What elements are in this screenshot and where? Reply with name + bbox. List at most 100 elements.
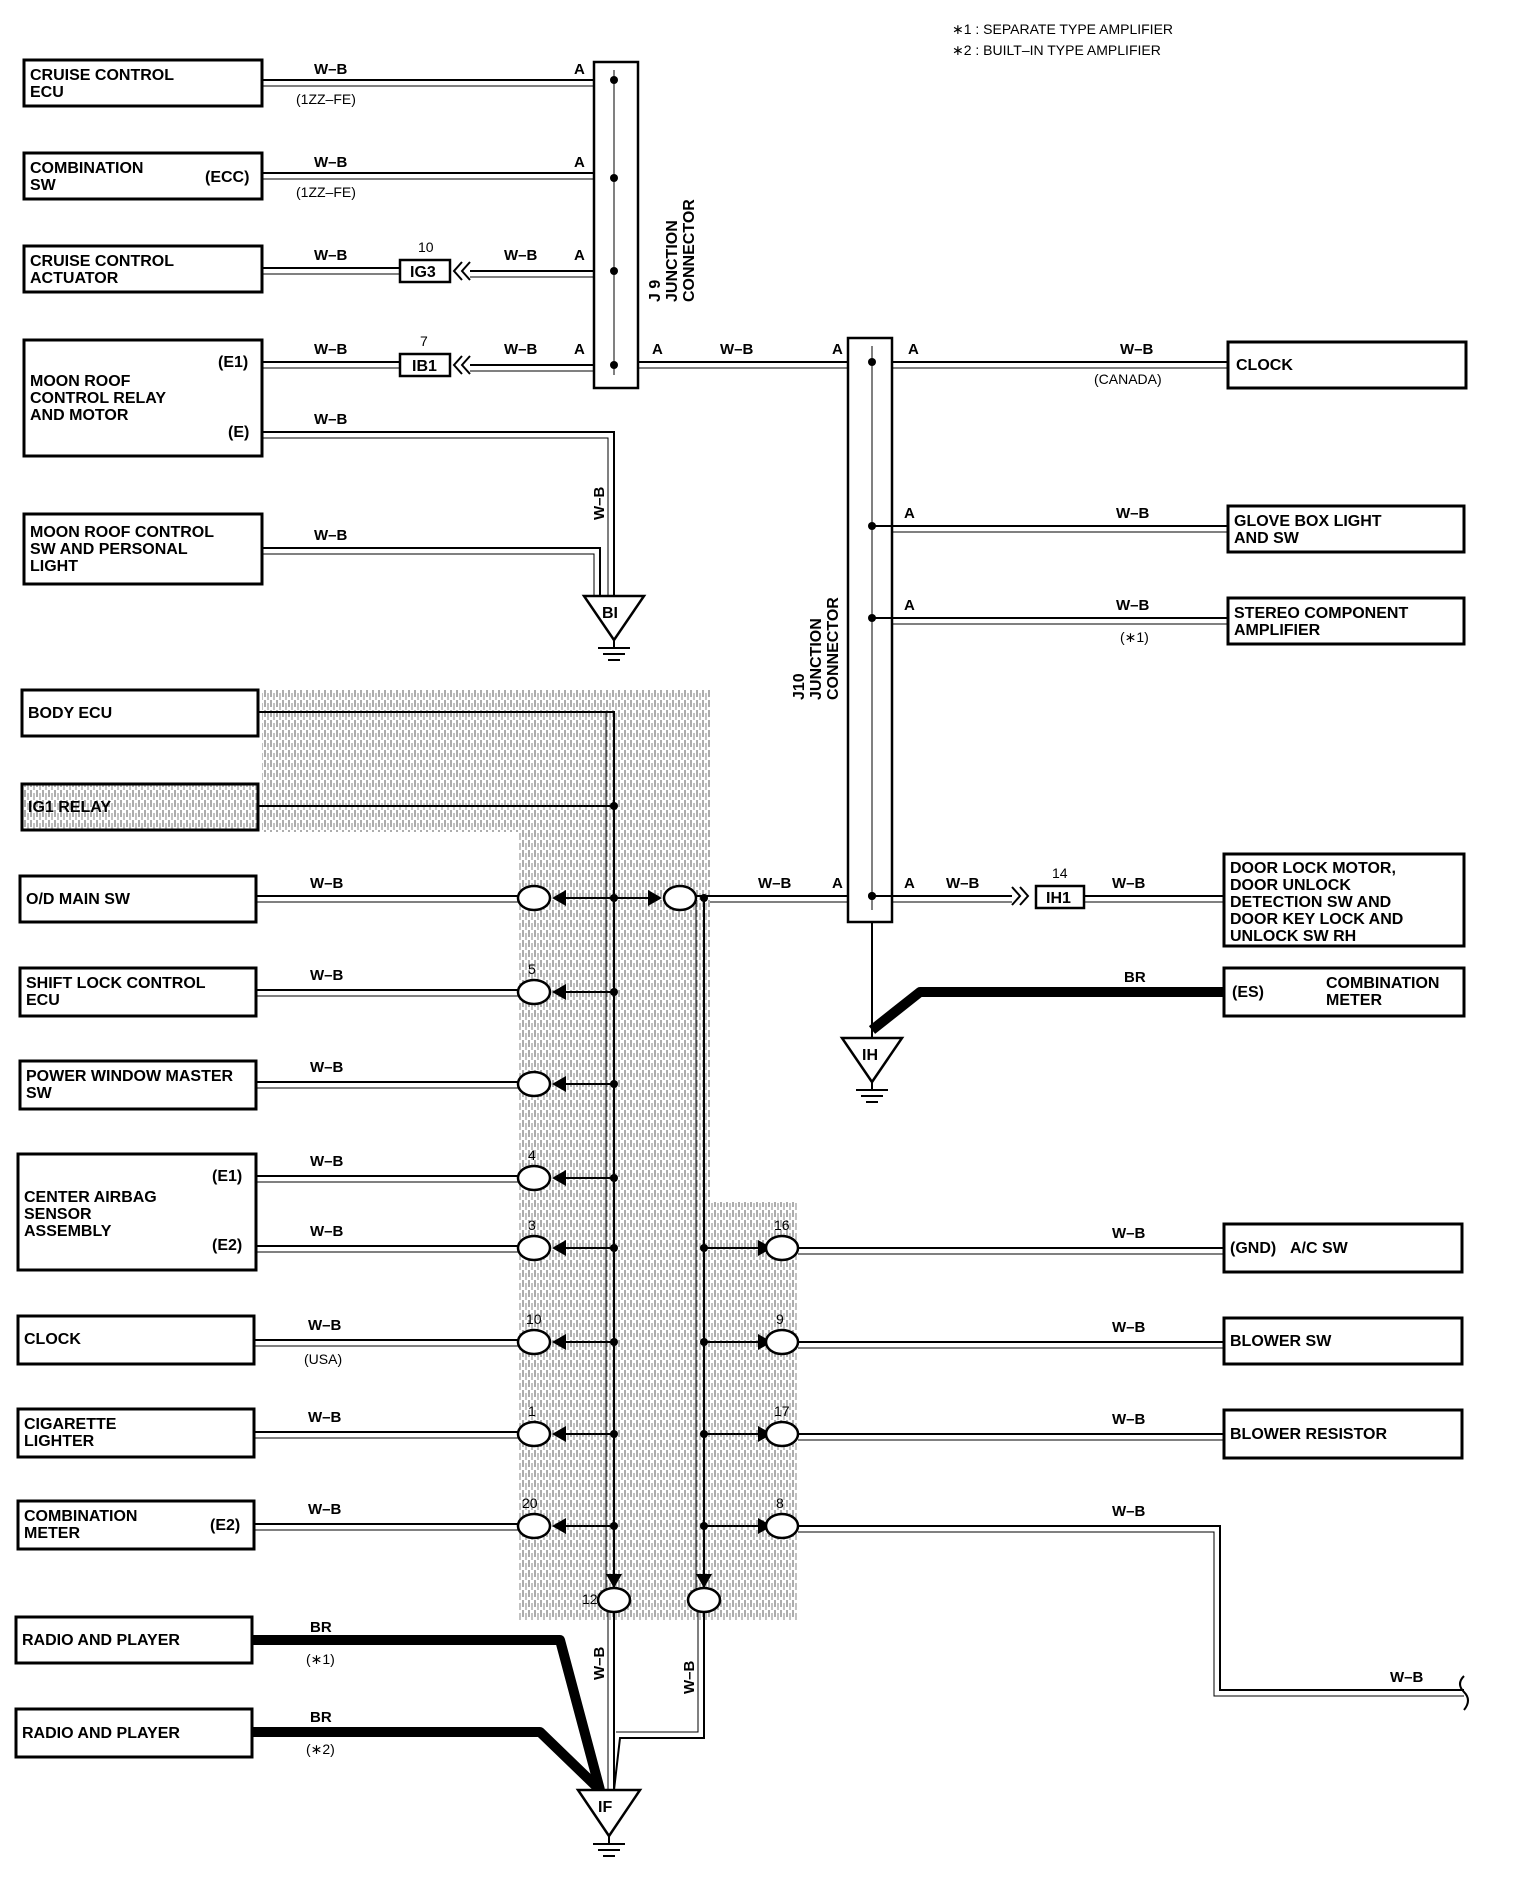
wire-clock-usa: W–B (USA) 10: [254, 1311, 618, 1367]
moon-roof-control-sw: MOON ROOF CONTROL SW AND PERSONAL LIGHT: [22, 512, 264, 586]
svg-text:A: A: [832, 875, 843, 892]
svg-text:20: 20: [522, 1495, 538, 1511]
svg-text:BR: BR: [310, 1709, 332, 1726]
blower-resistor: BLOWER RESISTOR: [1222, 1408, 1464, 1460]
svg-text:ECU: ECU: [30, 84, 64, 101]
cigarette-lighter: CIGARETTE LIGHTER: [16, 1407, 256, 1459]
wire-moon-relay-e1: W–B IB1 7 W–B A: [262, 333, 618, 378]
j9-junction-connector: J 9 JUNCTION CONNECTOR: [592, 60, 698, 390]
airbag-e1-pin: (E1): [212, 1168, 242, 1185]
svg-text:DOOR UNLOCK: DOOR UNLOCK: [1230, 877, 1351, 894]
svg-text:CONTROL RELAY: CONTROL RELAY: [30, 390, 166, 407]
bus-bottoms: 12 W–B W–B: [582, 1574, 722, 1791]
svg-text:A: A: [904, 505, 915, 522]
svg-text:(∗1): (∗1): [306, 1651, 335, 1667]
svg-text:COMBINATION: COMBINATION: [30, 160, 143, 177]
ground-bi: BI: [581, 594, 647, 661]
svg-text:(CANADA): (CANADA): [1094, 371, 1162, 387]
svg-text:MOON ROOF CONTROL: MOON ROOF CONTROL: [30, 524, 214, 541]
combination-meter-right: (ES) COMBINATION METER: [1222, 966, 1466, 1018]
svg-text:JUNCTION: JUNCTION: [664, 220, 681, 302]
svg-text:10: 10: [418, 239, 434, 255]
svg-text:W–B: W–B: [720, 341, 754, 358]
svg-text:W–B: W–B: [1116, 505, 1150, 522]
wire-stereo-amp: A W–B (∗1): [868, 597, 1228, 645]
svg-text:AND SW: AND SW: [1234, 530, 1300, 547]
ground-if: IF: [575, 1788, 643, 1857]
svg-text:A: A: [574, 61, 585, 78]
svg-text:AND MOTOR: AND MOTOR: [30, 407, 129, 424]
ecc-pin-label: (ECC): [205, 169, 249, 186]
svg-text:W–B: W–B: [1112, 1319, 1146, 1336]
glove-box-light-and-sw: GLOVE BOX LIGHT AND SW: [1226, 504, 1466, 554]
svg-text:CRUISE CONTROL: CRUISE CONTROL: [30, 253, 174, 270]
wire-cruise-ecu: W–B (1ZZ–FE) A: [262, 61, 618, 107]
svg-text:ACTUATOR: ACTUATOR: [30, 270, 119, 287]
wire-shift-lock: W–B 5: [256, 961, 618, 1006]
od-main-sw: O/D MAIN SW: [18, 874, 258, 924]
svg-text:W–B: W–B: [314, 154, 348, 171]
svg-text:CONNECTOR: CONNECTOR: [681, 199, 698, 302]
ib1-connector: IB1: [412, 358, 437, 375]
wire-blower-sw: 9 W–B: [700, 1311, 1224, 1356]
svg-text:W–B: W–B: [314, 341, 348, 358]
svg-text:BI: BI: [602, 605, 618, 622]
svg-text:SENSOR: SENSOR: [24, 1206, 92, 1223]
wire-combination-sw: W–B (1ZZ–FE) A: [262, 154, 618, 200]
svg-text:METER: METER: [24, 1525, 80, 1542]
svg-text:W–B: W–B: [314, 247, 348, 264]
svg-text:W–B: W–B: [1390, 1669, 1424, 1686]
svg-text:BR: BR: [1124, 969, 1146, 986]
svg-text:CENTER AIRBAG: CENTER AIRBAG: [24, 1189, 157, 1206]
svg-text:LIGHT: LIGHT: [30, 558, 78, 575]
svg-text:W–B: W–B: [308, 1317, 342, 1334]
svg-text:A: A: [574, 341, 585, 358]
wire-ac-sw: 16 W–B: [700, 1217, 1224, 1262]
svg-text:W–B: W–B: [314, 411, 348, 428]
svg-text:CRUISE CONTROL: CRUISE CONTROL: [30, 67, 174, 84]
svg-text:BODY ECU: BODY ECU: [28, 705, 112, 722]
stereo-component-amplifier: STEREO COMPONENT AMPLIFIER: [1226, 596, 1466, 646]
svg-text:IH: IH: [862, 1047, 878, 1064]
shift-lock-control-ecu: SHIFT LOCK CONTROL ECU: [18, 966, 258, 1018]
svg-text:W–B: W–B: [591, 1647, 608, 1681]
gnd-pin-label: (GND): [1230, 1240, 1276, 1257]
wire-od-main: W–B W–B A: [256, 875, 876, 912]
svg-text:8: 8: [776, 1495, 784, 1511]
svg-text:W–B: W–B: [314, 61, 348, 78]
wire-clock-canada: A W–B (CANADA): [892, 341, 1228, 387]
j10-junction-connector: J10 JUNCTION CONNECTOR: [791, 336, 894, 924]
wire-glove-box: A W–B: [868, 505, 1228, 533]
wire-comb-meter-e2: W–B 20: [254, 1495, 618, 1540]
svg-text:W–B: W–B: [504, 247, 538, 264]
ac-sw: (GND) A/C SW: [1222, 1222, 1464, 1274]
svg-text:W–B: W–B: [310, 1153, 344, 1170]
svg-text:3: 3: [528, 1217, 536, 1233]
wire-right-continuation: 8 W–B W–B: [700, 1495, 1469, 1711]
ig1-relay: IG1 RELAY: [20, 782, 260, 832]
comb-meter-e2-pin: (E2): [210, 1517, 240, 1534]
cruise-control-actuator: CRUISE CONTROL ACTUATOR: [22, 244, 264, 294]
svg-text:IG1 RELAY: IG1 RELAY: [28, 799, 111, 816]
blower-sw: BLOWER SW: [1222, 1316, 1464, 1366]
wire-blower-resistor: 17 W–B: [700, 1403, 1224, 1448]
svg-text:A: A: [908, 341, 919, 358]
svg-text:W–B: W–B: [1112, 1225, 1146, 1242]
svg-text:W–B: W–B: [308, 1501, 342, 1518]
svg-text:W–B: W–B: [1116, 597, 1150, 614]
svg-text:W–B: W–B: [1112, 1503, 1146, 1520]
svg-text:W–B: W–B: [1112, 1411, 1146, 1428]
wire-cigarette: W–B 1: [254, 1403, 618, 1448]
svg-text:UNLOCK SW RH: UNLOCK SW RH: [1230, 928, 1356, 945]
svg-text:JUNCTION: JUNCTION: [808, 618, 825, 700]
svg-text:(∗1): (∗1): [1120, 629, 1149, 645]
svg-text:W–B: W–B: [1112, 875, 1146, 892]
svg-text:SW AND PERSONAL: SW AND PERSONAL: [30, 541, 188, 558]
svg-text:A: A: [652, 341, 663, 358]
vertical-buses: [258, 711, 705, 1592]
svg-text:COMBINATION: COMBINATION: [1326, 975, 1439, 992]
es-pin-label: (ES): [1232, 984, 1264, 1001]
svg-text:LIGHTER: LIGHTER: [24, 1433, 95, 1450]
svg-text:W–B: W–B: [1120, 341, 1154, 358]
